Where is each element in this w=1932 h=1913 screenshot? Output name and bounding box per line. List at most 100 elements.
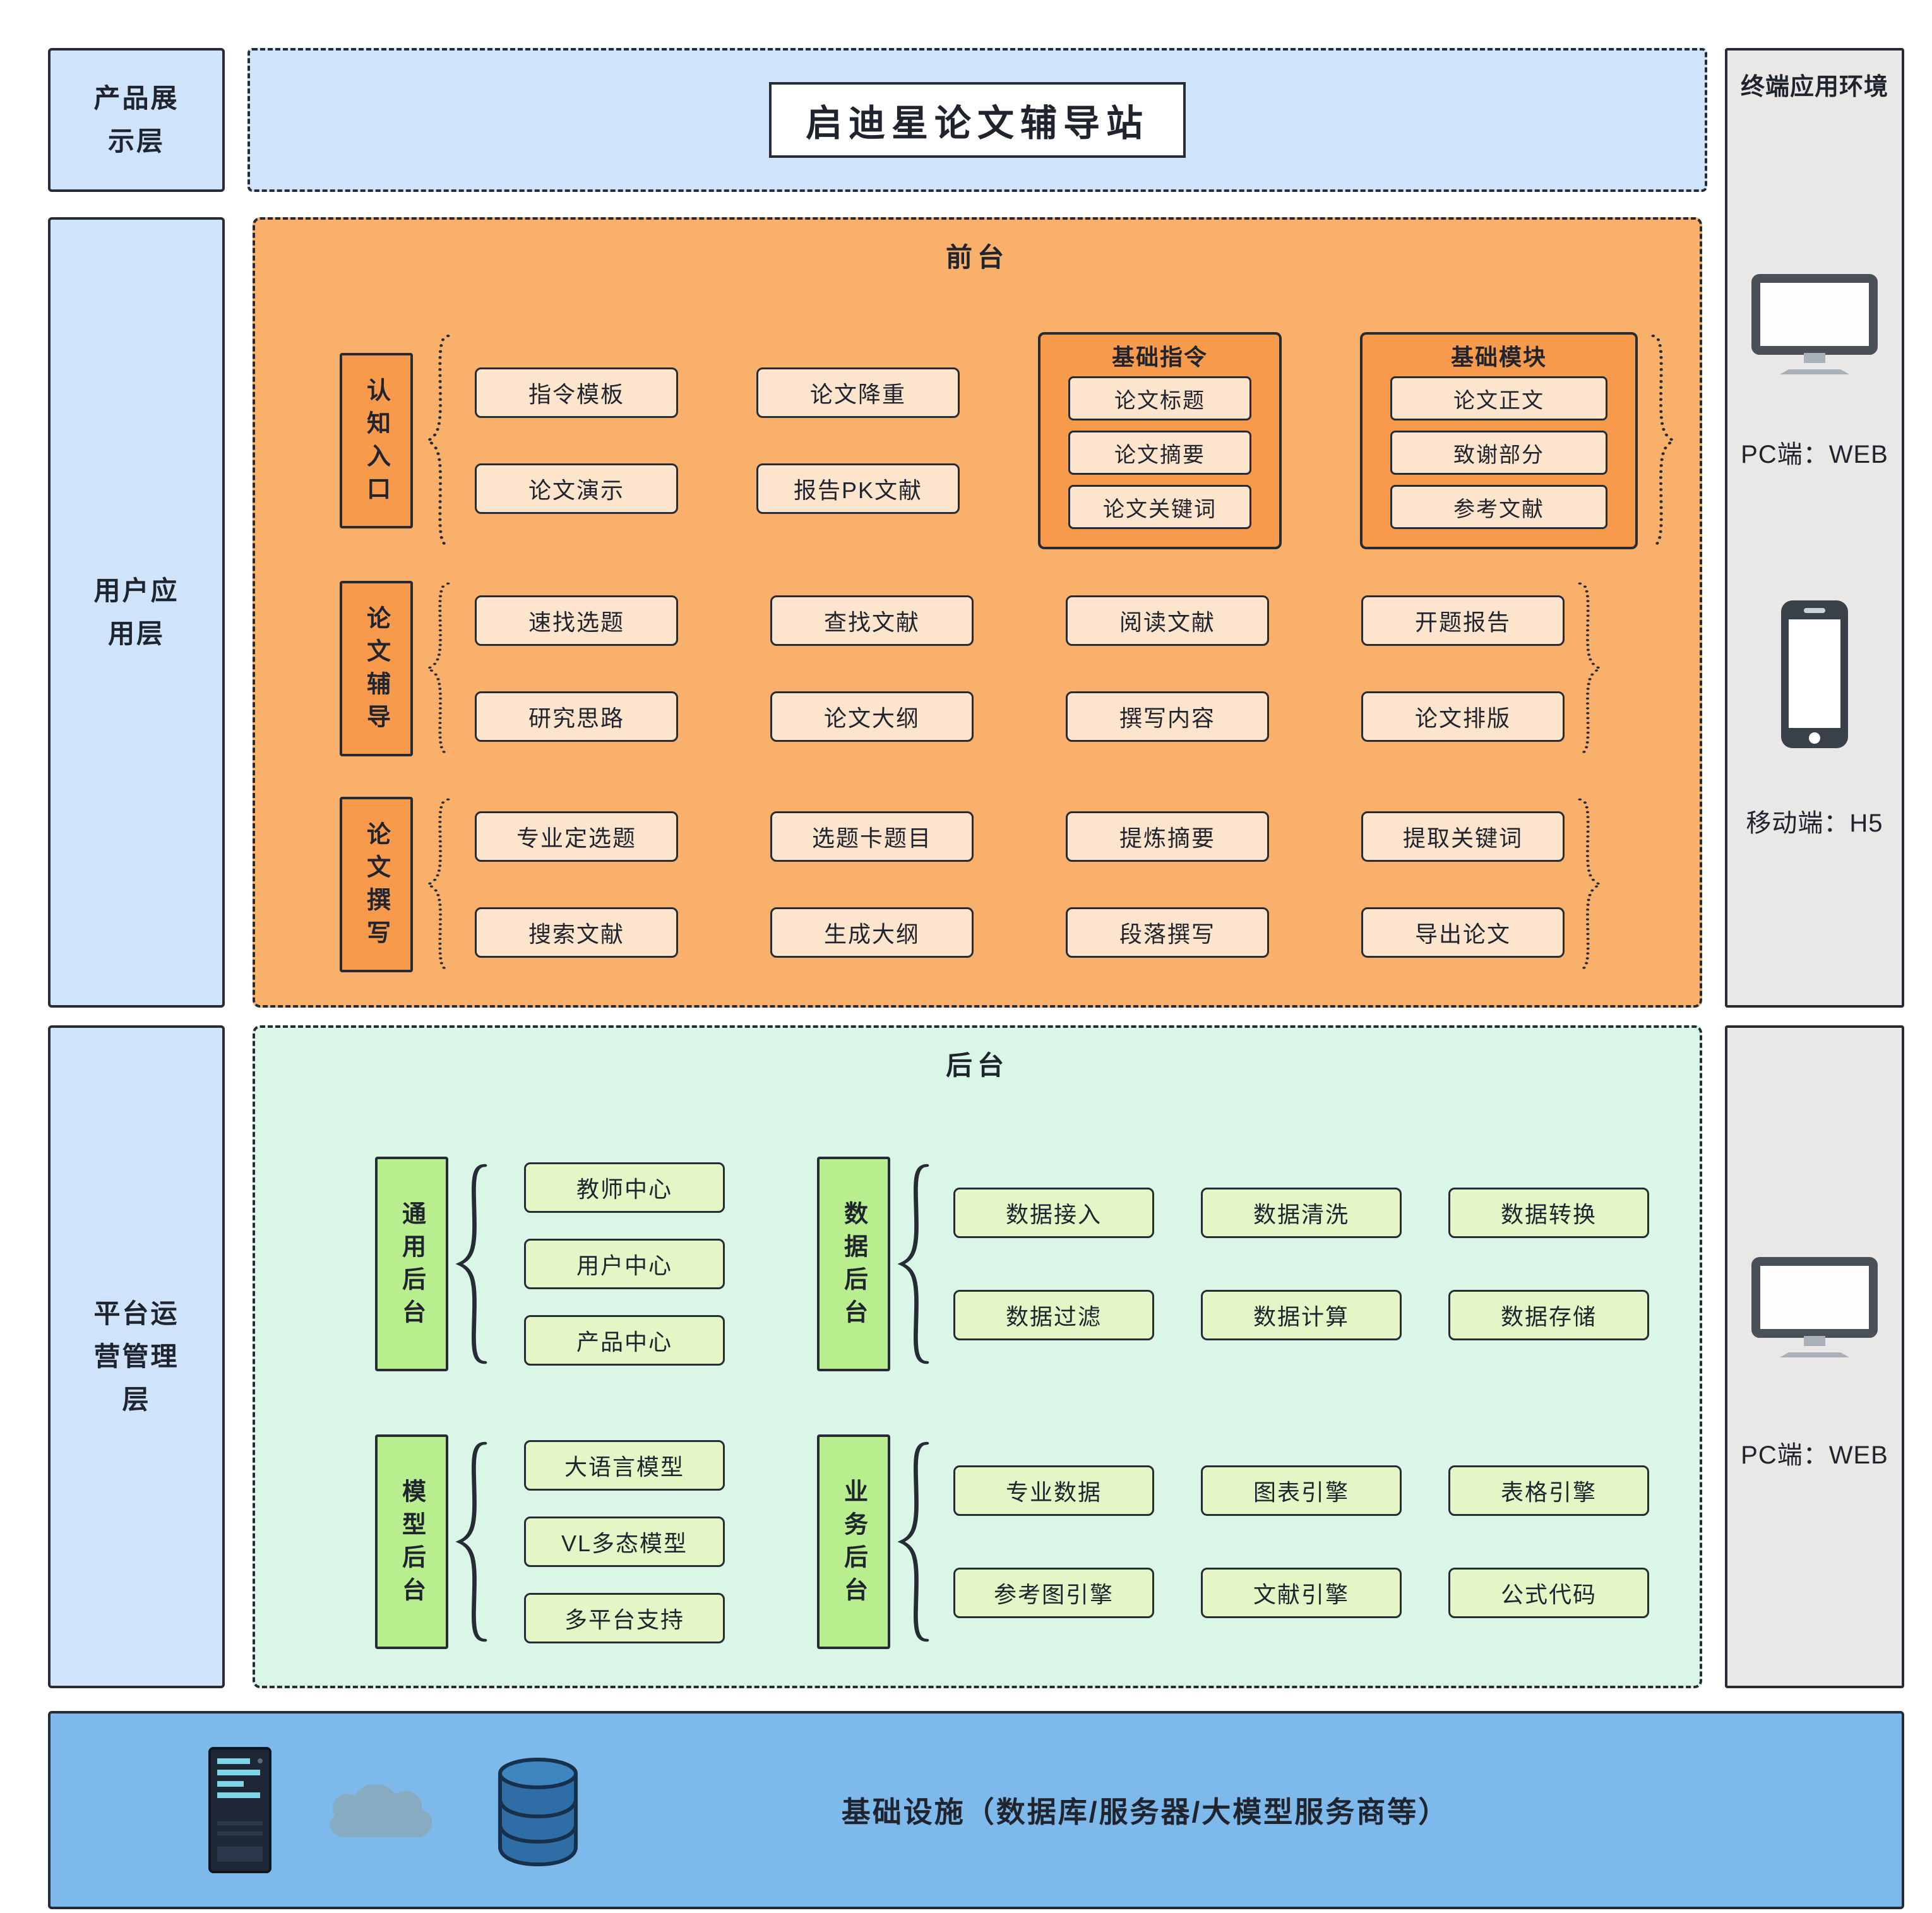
module-box: 论文摘要 bbox=[1068, 431, 1251, 475]
module-box: 论文排版 bbox=[1361, 691, 1565, 742]
module-box: 数据接入 bbox=[953, 1188, 1154, 1238]
layer-user-application: 用户应用层 bbox=[48, 217, 225, 1008]
module-box: 撰写内容 bbox=[1066, 691, 1269, 742]
group-title: 基础指令 bbox=[1111, 344, 1208, 370]
frontend-row3-columns: 专业定选题 搜索文献 选题卡题目 生成大纲 提炼摘要 段落撰写 提取关键词 导出… bbox=[475, 811, 1565, 958]
module-box: 用户中心 bbox=[524, 1239, 725, 1289]
module-box: 论文标题 bbox=[1068, 376, 1251, 420]
module-box: 多平台支持 bbox=[524, 1593, 725, 1643]
backend-label-business: 业务后台 bbox=[817, 1434, 890, 1649]
infrastructure-bar: 基础设施（数据库/服务器/大模型服务商等） bbox=[48, 1711, 1904, 1909]
module-box: 文献引擎 bbox=[1201, 1568, 1402, 1618]
module-box: 数据过滤 bbox=[953, 1290, 1154, 1340]
brace-icon bbox=[424, 582, 450, 755]
module-box: 选题卡题目 bbox=[770, 811, 974, 862]
layer-product-display: 产品展示层 bbox=[48, 48, 225, 192]
group-basic-modules: 基础模块 论文正文 致谢部分 参考文献 bbox=[1360, 332, 1638, 549]
module-stack: 速找选题 研究思路 bbox=[475, 595, 678, 742]
module-box: 报告PK文献 bbox=[756, 463, 960, 514]
module-box: 提取关键词 bbox=[1361, 811, 1565, 862]
entry-label-tutoring: 论文辅导 bbox=[340, 581, 413, 756]
pc-web-label: PC端：WEB bbox=[1741, 441, 1888, 468]
backend-label-data: 数据后台 bbox=[817, 1157, 890, 1371]
backend-section: 后台 通用后台 教师中心 用户中心 产品中心 数据后台 数据接入 数据清洗 数据… bbox=[253, 1025, 1702, 1688]
module-box: 查找文献 bbox=[770, 595, 974, 646]
brace-icon bbox=[455, 1164, 487, 1364]
module-box: 论文演示 bbox=[475, 463, 678, 514]
module-box: 论文降重 bbox=[756, 367, 960, 418]
module-box: 研究思路 bbox=[475, 691, 678, 742]
brace-icon bbox=[424, 798, 450, 971]
brace-icon bbox=[1578, 582, 1604, 755]
module-box: 阅读文献 bbox=[1066, 595, 1269, 646]
backend-label-model: 模型后台 bbox=[375, 1434, 448, 1649]
brace-icon bbox=[1651, 335, 1677, 547]
terminal-env-panel: 终端应用环境 PC端：WEB 移动端：H5 bbox=[1725, 48, 1904, 1008]
module-box: 论文正文 bbox=[1390, 376, 1607, 420]
frontend-row-writing: 论文撰写 专业定选题 搜索文献 选题卡题目 生成大纲 提炼摘要 段落撰写 bbox=[340, 796, 1605, 974]
brace-icon bbox=[897, 1164, 929, 1364]
module-box: 专业数据 bbox=[953, 1465, 1154, 1516]
brace-icon bbox=[455, 1441, 487, 1642]
module-stack: 提取关键词 导出论文 bbox=[1361, 811, 1565, 958]
module-box: 产品中心 bbox=[524, 1315, 725, 1366]
module-box: 数据清洗 bbox=[1201, 1188, 1402, 1238]
module-box: 教师中心 bbox=[524, 1162, 725, 1213]
backend-title: 后台 bbox=[945, 1051, 1009, 1080]
module-stack: 阅读文献 撰写内容 bbox=[1066, 595, 1269, 742]
module-box: 开题报告 bbox=[1361, 595, 1565, 646]
frontend-section: 前台 认知入口 指令模板 论文演示 论文降重 报告PK文献 基础指令 论文标题 bbox=[253, 217, 1702, 1008]
module-stack: 提炼摘要 段落撰写 bbox=[1066, 811, 1269, 958]
phone-icon bbox=[1781, 600, 1848, 748]
database-icon bbox=[498, 1758, 578, 1867]
product-title-strip: 启迪星论文辅导站 bbox=[247, 48, 1707, 192]
entry-label-cognition: 认知入口 bbox=[340, 353, 413, 528]
brace-icon bbox=[424, 335, 450, 547]
module-box: 专业定选题 bbox=[475, 811, 678, 862]
terminal-env-title: 终端应用环境 bbox=[1740, 74, 1888, 100]
entry-label-writing: 论文撰写 bbox=[340, 797, 413, 972]
module-box: 生成大纲 bbox=[770, 907, 974, 958]
module-box: 大语言模型 bbox=[524, 1440, 725, 1491]
group-title: 基础模块 bbox=[1450, 344, 1547, 370]
module-stack: 查找文献 论文大纲 bbox=[770, 595, 974, 742]
layer-platform-ops: 平台运营管理层 bbox=[48, 1025, 225, 1688]
backend-grid-data: 数据接入 数据清洗 数据转换 数据过滤 数据计算 数据存储 bbox=[953, 1188, 1649, 1340]
cloud-icon bbox=[330, 1784, 432, 1838]
backend-row-2: 模型后台 大语言模型 VL多态模型 多平台支持 业务后台 专业数据 图表引擎 表… bbox=[375, 1434, 1649, 1649]
pc-web-label-bottom: PC端：WEB bbox=[1741, 1441, 1888, 1469]
infrastructure-label: 基础设施（数据库/服务器/大模型服务商等） bbox=[841, 1796, 1450, 1828]
backend-label-general: 通用后台 bbox=[375, 1157, 448, 1371]
monitor-icon bbox=[1751, 1257, 1878, 1357]
frontend-row-cognition: 认知入口 指令模板 论文演示 论文降重 报告PK文献 基础指令 论文标题 论文摘… bbox=[340, 332, 1678, 549]
module-box: 公式代码 bbox=[1448, 1568, 1649, 1618]
backend-grid-business: 专业数据 图表引擎 表格引擎 参考图引擎 文献引擎 公式代码 bbox=[953, 1465, 1649, 1618]
group-basic-commands: 基础指令 论文标题 论文摘要 论文关键词 bbox=[1038, 332, 1282, 549]
module-stack: 选题卡题目 生成大纲 bbox=[770, 811, 974, 958]
terminal-env-panel-bottom: PC端：WEB bbox=[1725, 1025, 1904, 1688]
brace-icon bbox=[1578, 798, 1604, 971]
module-box: 致谢部分 bbox=[1390, 431, 1607, 475]
server-icon bbox=[208, 1747, 271, 1873]
module-box: 数据存储 bbox=[1448, 1290, 1649, 1340]
frontend-row1-columns: 指令模板 论文演示 论文降重 报告PK文献 基础指令 论文标题 论文摘要 论文关… bbox=[475, 332, 1638, 549]
brace-icon bbox=[897, 1441, 929, 1642]
module-box: 指令模板 bbox=[475, 367, 678, 418]
module-box: VL多态模型 bbox=[524, 1517, 725, 1567]
module-stack: 开题报告 论文排版 bbox=[1361, 595, 1565, 742]
frontend-title: 前台 bbox=[945, 242, 1009, 272]
module-box: 数据计算 bbox=[1201, 1290, 1402, 1340]
backend-stack-general: 教师中心 用户中心 产品中心 bbox=[524, 1162, 725, 1366]
module-box: 参考图引擎 bbox=[953, 1568, 1154, 1618]
product-title: 启迪星论文辅导站 bbox=[768, 82, 1186, 158]
module-box: 速找选题 bbox=[475, 595, 678, 646]
frontend-row2-columns: 速找选题 研究思路 查找文献 论文大纲 阅读文献 撰写内容 开题报告 论文排版 bbox=[475, 595, 1565, 742]
module-stack: 专业定选题 搜索文献 bbox=[475, 811, 678, 958]
module-box: 论文大纲 bbox=[770, 691, 974, 742]
module-box: 论文关键词 bbox=[1068, 485, 1251, 529]
backend-stack-model: 大语言模型 VL多态模型 多平台支持 bbox=[524, 1440, 725, 1643]
frontend-row-tutoring: 论文辅导 速找选题 研究思路 查找文献 论文大纲 阅读文献 撰写内容 开题 bbox=[340, 580, 1605, 758]
module-box: 搜索文献 bbox=[475, 907, 678, 958]
module-box: 数据转换 bbox=[1448, 1188, 1649, 1238]
